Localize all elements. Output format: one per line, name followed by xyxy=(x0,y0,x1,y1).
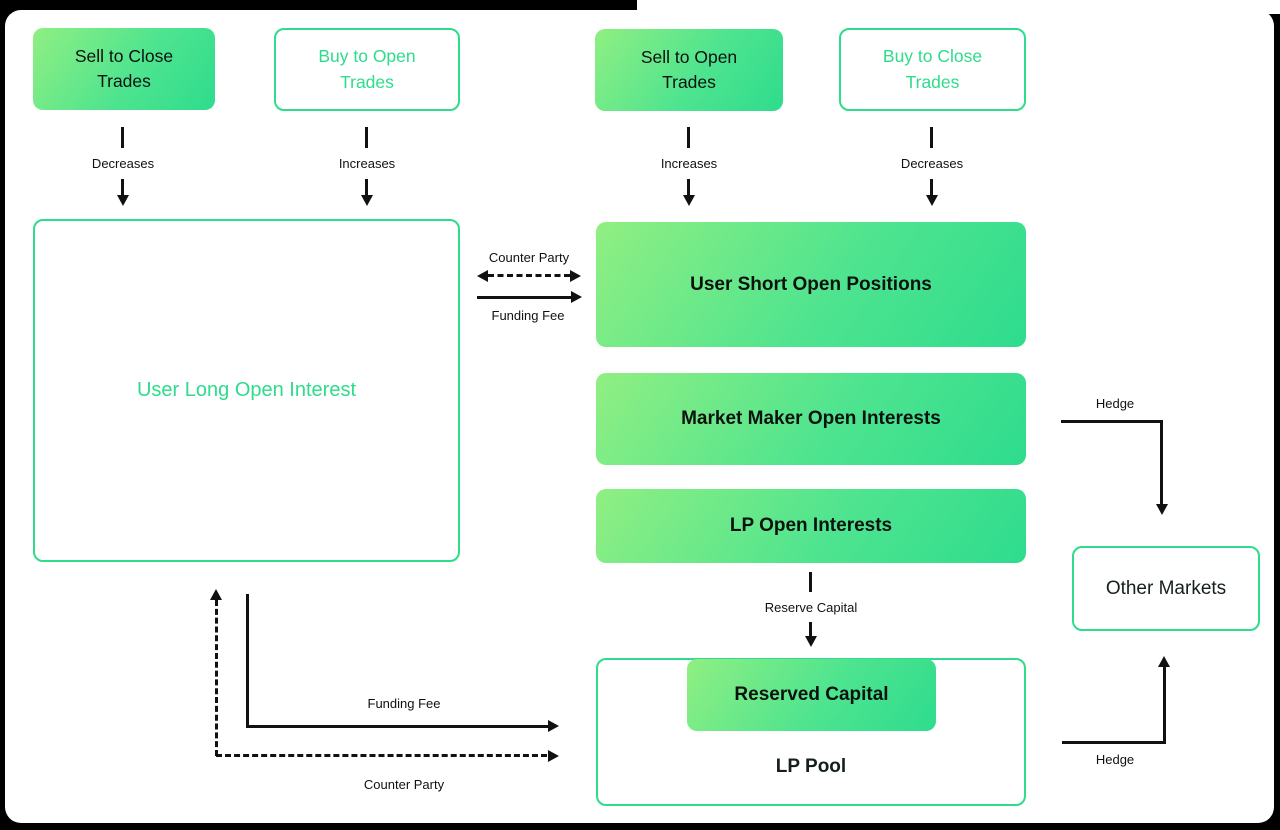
counter-party-right-head-icon xyxy=(548,750,559,762)
arrow-col1-line xyxy=(121,179,124,196)
reserve-capital-head-icon xyxy=(805,636,817,647)
arrow-col2-label: Increases xyxy=(338,156,396,171)
node-sell-to-open-trades: Sell to Open Trades xyxy=(595,29,783,111)
node-market-maker-open-interests: Market Maker Open Interests xyxy=(596,373,1026,465)
arrow-col4-head-icon xyxy=(926,195,938,206)
funding-fee-right-head-icon xyxy=(548,720,559,732)
counter-party-vline xyxy=(215,600,218,756)
node-user-short-open-positions: User Short Open Positions xyxy=(596,222,1026,347)
hedge-bottom-vline xyxy=(1163,667,1166,744)
funding-fee-hline xyxy=(246,725,548,728)
hedge-top-head-icon xyxy=(1156,504,1168,515)
funding-fee-vline xyxy=(246,594,249,727)
reserve-capital-line xyxy=(809,622,812,637)
arrow-col3-line xyxy=(687,179,690,196)
arrow-col4-label: Decreases xyxy=(900,156,964,171)
hedge-top-hline xyxy=(1061,420,1163,423)
bottom-funding-fee-label: Funding Fee xyxy=(367,696,441,711)
middle-dashed-left-head-icon xyxy=(477,270,488,282)
lp-pool-label: LP Pool xyxy=(775,756,847,777)
node-buy-to-close-trades: Buy to Close Trades xyxy=(839,28,1026,111)
arrow-col3-label: Increases xyxy=(660,156,718,171)
middle-dashed-right-head-icon xyxy=(570,270,581,282)
node-lp-open-interests: LP Open Interests xyxy=(596,489,1026,563)
node-reserved-capital: Reserved Capital xyxy=(687,659,936,731)
node-sell-to-close-trades: Sell to Close Trades xyxy=(33,28,215,110)
arrow-col4-stub xyxy=(930,127,933,148)
hedge-bottom-label: Hedge xyxy=(1095,752,1135,767)
hedge-top-vline xyxy=(1160,420,1163,505)
arrow-col3-stub xyxy=(687,127,690,148)
reserve-capital-stub xyxy=(809,572,812,592)
middle-solid-head-icon xyxy=(571,291,582,303)
middle-solid-line xyxy=(477,296,572,299)
arrow-col2-stub xyxy=(365,127,368,148)
arrow-col1-head-icon xyxy=(117,195,129,206)
hedge-top-label: Hedge xyxy=(1095,396,1135,411)
counter-party-up-head-icon xyxy=(210,589,222,600)
middle-dashed-line xyxy=(488,274,570,277)
node-user-long-open-interest: User Long Open Interest xyxy=(33,219,460,562)
arrow-col4-line xyxy=(930,179,933,196)
arrow-col2-line xyxy=(365,179,368,196)
hedge-bottom-head-icon xyxy=(1158,656,1170,667)
reserve-capital-label: Reserve Capital xyxy=(764,600,858,615)
arrow-col1-label: Decreases xyxy=(91,156,155,171)
node-other-markets: Other Markets xyxy=(1072,546,1260,631)
arrow-col2-head-icon xyxy=(361,195,373,206)
node-buy-to-open-trades: Buy to Open Trades xyxy=(274,28,460,111)
hedge-bottom-hline xyxy=(1062,741,1165,744)
arrow-col1-stub xyxy=(121,127,124,148)
middle-funding-fee-label: Funding Fee xyxy=(491,308,565,323)
bottom-counter-party-label: Counter Party xyxy=(363,777,445,792)
counter-party-hline xyxy=(216,754,547,757)
card-top-strip xyxy=(637,0,1280,14)
middle-counter-party-label: Counter Party xyxy=(488,250,570,265)
arrow-col3-head-icon xyxy=(683,195,695,206)
